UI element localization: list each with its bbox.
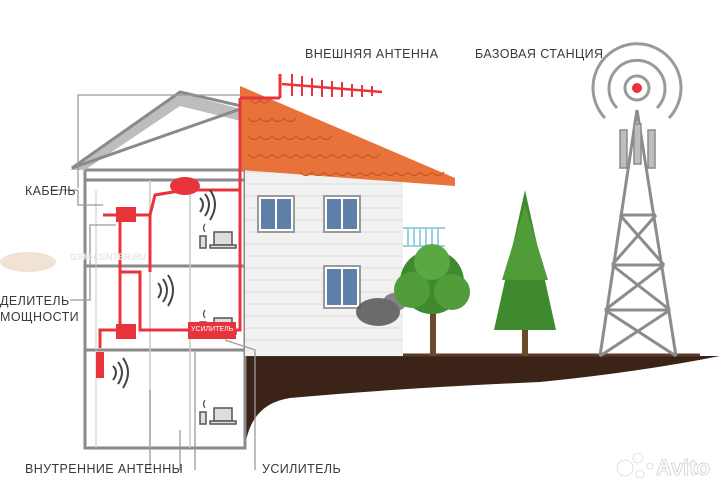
splitter (116, 207, 136, 339)
roof (240, 86, 455, 186)
amplifier-box-label: УСИЛИТЕЛЬ (191, 326, 234, 333)
house-cutaway (70, 90, 252, 450)
window (323, 195, 361, 233)
tower-signal (591, 42, 683, 120)
label-splitter-line2: МОЩНОСТИ (0, 310, 80, 324)
internal-antenna-vertical (96, 352, 104, 378)
tree-deciduous (394, 244, 470, 356)
signal-waves (112, 189, 216, 389)
faint-site-watermark: GSM-CENTER.RU (70, 252, 146, 262)
label-splitter-line1: ДЕЛИТЕЛЬ (0, 294, 70, 308)
leader-lines (50, 94, 256, 470)
amplifier-box (188, 322, 236, 339)
label-amplifier: УСИЛИТЕЛЬ (262, 462, 342, 476)
label-base-station: БАЗОВАЯ СТАНЦИЯ (475, 47, 604, 61)
faint-watermark-cloud (0, 252, 56, 272)
label-internal-antennas: ВНУТРЕННИЕ АНТЕННЫ (25, 462, 184, 476)
balcony-rail (403, 227, 445, 247)
window (257, 195, 295, 233)
avito-watermark: Avito (656, 455, 711, 481)
cable-network (98, 96, 280, 348)
tower-panels (619, 123, 656, 169)
label-external-antenna: ВНЕШНЯЯ АНТЕННА (305, 47, 439, 61)
external-antenna (278, 74, 383, 98)
dome-antenna (170, 177, 200, 195)
base-station-tower (598, 109, 678, 358)
devices-waves (202, 223, 206, 409)
tree-conifer (494, 190, 556, 356)
tower-beacon (632, 83, 642, 93)
window (323, 265, 361, 309)
label-cable: КАБЕЛЬ (25, 184, 76, 198)
watermark-logo-dots (616, 452, 654, 479)
